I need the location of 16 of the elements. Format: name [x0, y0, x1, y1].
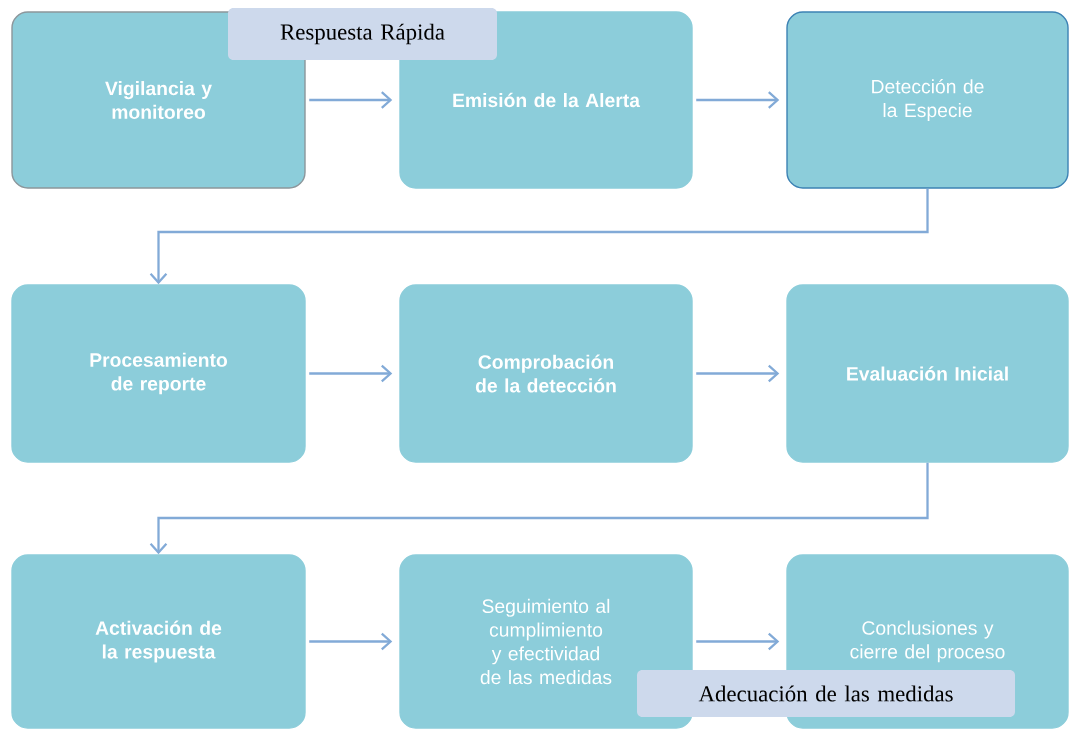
process-box: Evaluación Inicial: [786, 284, 1069, 463]
arrow: [696, 364, 780, 383]
arrow: [149, 188, 929, 285]
arrow: [309, 91, 393, 109]
note-box: Respuesta Rápida: [228, 8, 497, 60]
arrow: [149, 462, 929, 555]
process-box: Procesamiento de reporte: [11, 284, 306, 463]
process-box: Comprobación de la detección: [399, 284, 693, 463]
arrow: [309, 632, 393, 651]
arrow: [696, 632, 780, 651]
process-box: Detección de la Especie: [786, 11, 1069, 189]
process-box: Seguimiento al cumplimiento y efectividad de las medidas: [399, 554, 693, 729]
arrow: [309, 364, 393, 383]
note-box: Adecuación de las medidas: [637, 670, 1015, 717]
arrow: [696, 91, 780, 109]
process-box: Activación de la respuesta: [11, 554, 306, 729]
